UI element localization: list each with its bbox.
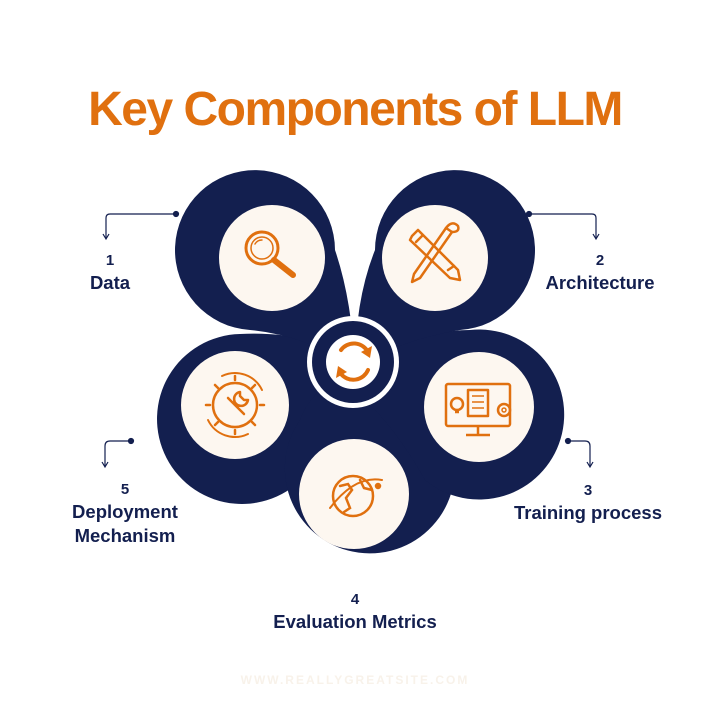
magnifier-icon (244, 230, 296, 278)
component-label: Training process (513, 502, 663, 523)
center-hub (307, 316, 399, 408)
computer-screen-icon (444, 382, 512, 437)
component-evaluation: 4 Evaluation Metrics (240, 590, 470, 634)
petal-architecture (355, 170, 535, 368)
component-label: Architecture (545, 272, 655, 293)
component-deployment: 5 Deployment Mechanism (50, 480, 200, 548)
component-number: 3 (583, 482, 593, 499)
component-architecture: 2 Architecture (520, 251, 680, 295)
connector-deployment (101, 437, 135, 469)
page-title: Key Components of LLM (88, 83, 623, 136)
connector-data (102, 210, 180, 241)
component-label: Evaluation Metrics (273, 611, 437, 632)
connector-training (564, 437, 594, 469)
component-data: 1 Data (70, 251, 150, 295)
component-label: Data (89, 272, 131, 293)
gear-wrench-icon (204, 372, 266, 438)
component-number: 1 (105, 252, 115, 269)
globe-icon (329, 474, 383, 518)
component-label: Deployment Mechanism (72, 501, 178, 546)
component-number: 4 (350, 591, 360, 608)
component-training: 3 Training process (493, 481, 683, 525)
recycle-arrows-icon (336, 341, 372, 382)
pencil-brush-icon (408, 222, 462, 284)
watermark: WWW.REALLYGREATSITE.COM (240, 673, 470, 687)
connector-architecture (525, 210, 600, 241)
component-number: 2 (595, 252, 605, 269)
component-number: 5 (120, 481, 130, 498)
